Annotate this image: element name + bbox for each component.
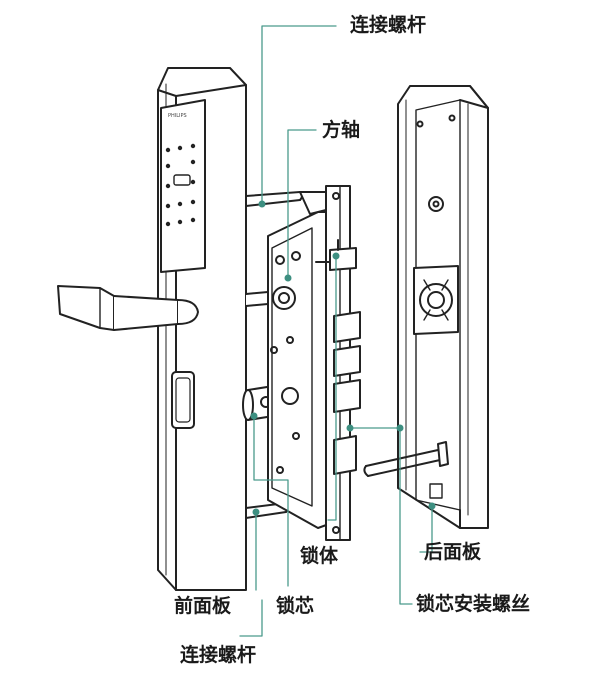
label-connecting-rod-top: 连接螺杆 xyxy=(350,14,427,36)
label-back-panel: 后面板 xyxy=(424,541,482,563)
keypad-dots xyxy=(165,143,196,227)
svg-text:PHILIPS: PHILIPS xyxy=(168,113,187,119)
door-handle xyxy=(57,285,199,331)
fingerprint-window xyxy=(171,371,195,429)
card-reader-icon xyxy=(173,174,191,186)
cylinder-mounting-screw xyxy=(363,441,449,477)
label-front-panel: 前面板 xyxy=(174,595,232,617)
leader-lines xyxy=(239,25,433,637)
label-lock-cylinder: 锁芯 xyxy=(276,595,315,617)
label-lock-body: 锁体 xyxy=(300,545,339,567)
label-connecting-rod-bottom: 连接螺杆 xyxy=(180,644,257,666)
back-panel xyxy=(397,85,489,529)
label-spindle: 方轴 xyxy=(322,119,361,141)
label-cylinder-screw: 锁芯安装螺丝 xyxy=(416,593,531,615)
front-panel: PHILIPS xyxy=(157,67,247,591)
leader-dots xyxy=(250,200,436,516)
lock-body xyxy=(267,185,361,541)
